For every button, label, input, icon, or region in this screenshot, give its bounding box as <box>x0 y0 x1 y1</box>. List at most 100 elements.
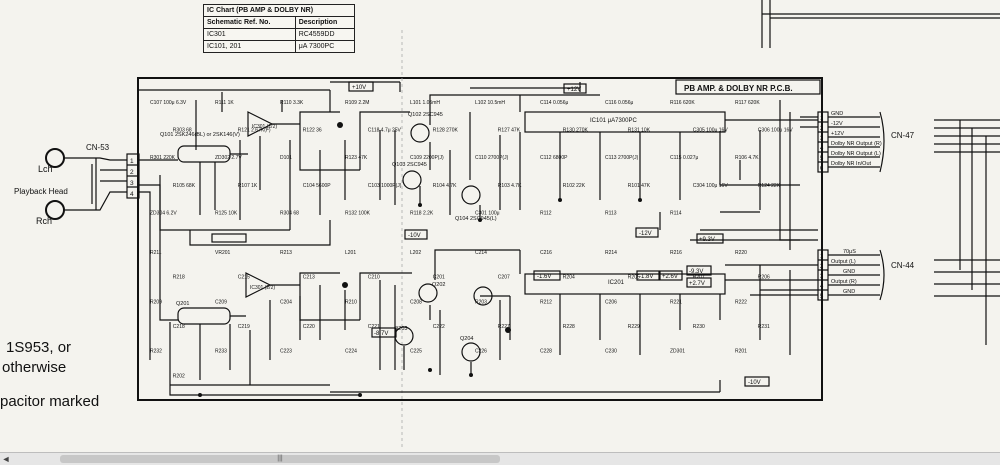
component-label: R211 <box>150 250 162 256</box>
component-label: ZD302 2.7V <box>215 155 242 161</box>
ic-chart-header-desc: Description <box>294 16 356 29</box>
component-label: R228 <box>563 324 575 330</box>
playback-head-label: Playback Head <box>14 187 68 196</box>
component-label: R118 2.2K <box>410 210 434 216</box>
component-label: C218 <box>173 324 185 330</box>
component-label: R127 47K <box>498 128 521 134</box>
ic-chart-header-ref: Schematic Ref. No. <box>203 16 296 29</box>
component-label: D101 <box>280 155 292 161</box>
scrollbar-thumb[interactable]: ||| <box>60 455 500 463</box>
component-label: R227 <box>498 324 510 330</box>
component-label: R112 <box>540 210 552 216</box>
lch-head-icon <box>45 148 65 168</box>
component-label: R229 <box>628 324 640 330</box>
ic201-label: IC201 <box>608 280 625 286</box>
rail-box <box>686 265 712 276</box>
component-label: C114 0.056μ <box>540 100 568 106</box>
component-label: C115 0.027μ <box>670 155 698 161</box>
component-label: R125 10K <box>215 210 238 216</box>
cn53-pin: 2 <box>130 169 134 176</box>
rail-plus2-6-label: +2.6V <box>662 274 678 280</box>
component-label: R220 <box>735 250 747 256</box>
component-label: R102 22K <box>563 183 586 189</box>
component-label: ZD301 <box>670 349 685 355</box>
q103-label: Q103 2SC945 <box>392 162 427 168</box>
rail-box <box>563 83 587 94</box>
component-label: C209 <box>215 299 227 305</box>
cn47-signal: -12V <box>831 121 843 127</box>
component-label: R218 <box>173 275 185 281</box>
q203-label: Q203 <box>394 326 407 332</box>
cn47-box <box>817 111 829 173</box>
rail-minus8-7-label: -8.7V <box>374 331 388 337</box>
component-label: R233 <box>215 349 227 355</box>
ic301-1-label: IC301 (1/2) <box>252 124 277 130</box>
note-line: otherwise <box>2 359 67 376</box>
scroll-left-arrow-icon[interactable]: ◄ <box>1 454 11 464</box>
cn44-signal: GND <box>843 289 855 295</box>
component-label: C301 100μ <box>475 210 500 216</box>
component-label: R131 10K <box>628 128 651 134</box>
component-label: R132 100K <box>345 210 371 216</box>
rail-box <box>744 376 770 387</box>
component-label: C201 <box>433 275 445 281</box>
horizontal-scrollbar[interactable]: ◄ ||| <box>0 452 1000 465</box>
ic101-box <box>524 111 726 133</box>
component-label: C118 4.7μ 25V <box>368 128 402 134</box>
cn44-signal: Output (R) <box>831 279 857 285</box>
cn47-pin: 2 <box>820 126 824 132</box>
component-label: C224 <box>345 349 357 355</box>
component-label: R301 220K <box>150 155 176 161</box>
board-title-box <box>675 79 821 95</box>
component-label: R116 620K <box>670 100 695 106</box>
rail-box <box>635 227 659 238</box>
q102-label: Q102 2SC945 <box>408 112 443 118</box>
cn44-signal: Output (L) <box>831 259 856 265</box>
component-label: L202 <box>410 250 421 256</box>
rail-box <box>404 229 428 240</box>
cn44-box <box>817 249 829 301</box>
notes-fragment: 1S953, or otherwise pacitor marked <box>0 338 99 412</box>
rail-box <box>371 327 397 338</box>
cn44-signal: GND <box>843 269 855 275</box>
q204-transistor-icon <box>461 342 481 362</box>
component-label: C223 <box>280 349 292 355</box>
component-label: R207 <box>693 275 705 281</box>
cn44-pin: 3 <box>820 274 824 280</box>
ic201-box <box>524 273 726 295</box>
component-label: R209 <box>150 299 162 305</box>
component-label: R111 1K <box>215 100 234 106</box>
component-label: C116 0.056μ <box>605 100 633 106</box>
q101-fet-pair <box>177 145 231 163</box>
cn53-box <box>126 153 140 199</box>
q202-transistor-icon <box>418 283 438 303</box>
component-label: C306 100μ 16V <box>758 128 794 134</box>
q-extra-transistor-icon <box>473 286 493 306</box>
component-label: L201 <box>345 250 356 256</box>
cn53-label: CN-53 <box>86 143 110 152</box>
component-label: R232 <box>150 349 162 355</box>
component-label: R114 <box>670 210 682 216</box>
q104-transistor-icon <box>461 185 481 205</box>
cn47-signal: Dolby NR Output (L) <box>831 151 881 157</box>
component-label: L101 1.05mH <box>410 100 440 106</box>
component-label: R213 <box>280 250 292 256</box>
rail-plus2-7-label: +2.7V <box>689 281 705 287</box>
rch-head-icon <box>45 200 65 220</box>
rail-box <box>696 233 724 244</box>
rail-minus9-3-label: -9.3V <box>689 269 703 275</box>
board-title: PB AMP. & DOLBY NR P.C.B. <box>684 84 793 93</box>
component-label: R203 <box>475 299 487 305</box>
component-label: R303 68 <box>173 128 192 134</box>
ic-chart-table: IC Chart (PB AMP & DOLBY NR) Schematic R… <box>203 4 356 53</box>
q204-label: Q204 <box>460 336 473 342</box>
ic-chart-title: IC Chart (PB AMP & DOLBY NR) <box>203 4 355 17</box>
component-label: C107 100μ 6.3V <box>150 100 187 106</box>
component-label: R103 4.7K <box>498 183 522 189</box>
component-label: R128 270K <box>433 128 459 134</box>
component-label: C207 <box>498 275 510 281</box>
cn47-pin: 5 <box>820 156 824 162</box>
component-label: C204 <box>280 299 292 305</box>
cn53-pin: 3 <box>130 180 134 187</box>
